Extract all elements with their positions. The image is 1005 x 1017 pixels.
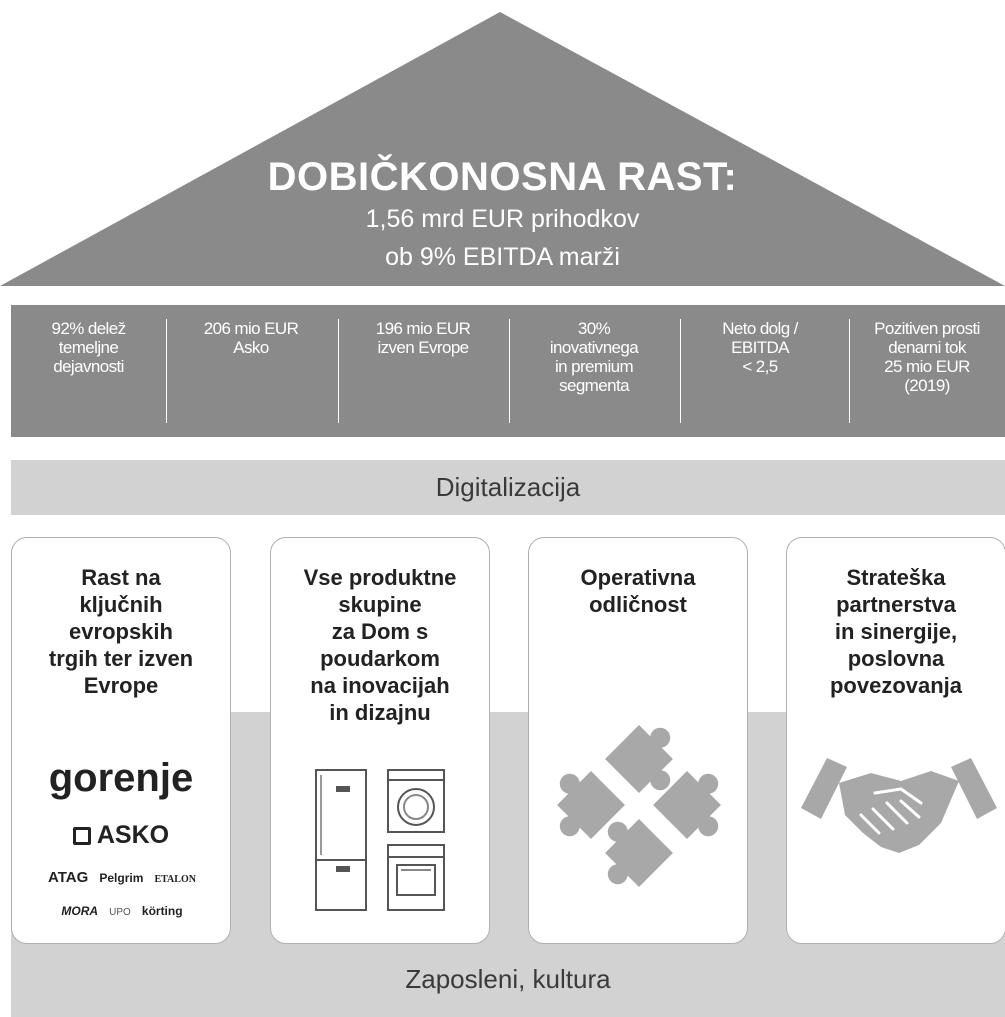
pillar-growth: Rast na ključnih evropskih trgih ter izv… xyxy=(11,537,231,944)
employees-label: Zaposleni, kultura xyxy=(405,964,611,994)
kpi-divider xyxy=(509,319,510,423)
kpi-divider xyxy=(166,319,167,423)
kpi-outside-europe: 196 mio EUR izven Evrope xyxy=(375,319,471,357)
kpi-divider xyxy=(680,319,681,423)
pelgrim-logo: Pelgrim xyxy=(99,871,144,885)
kpi-band: 92% delež temeljne dejavnosti 206 mio EU… xyxy=(11,305,1005,437)
kpi-net-debt: Neto dolg / EBITDA < 2,5 xyxy=(722,319,798,376)
kpi-divider xyxy=(849,319,850,423)
upo-logo: UPO xyxy=(109,907,131,918)
kpi-core-business: 92% delež temeljne dejavnosti xyxy=(51,319,127,376)
kpi-asko: 206 mio EUR Asko xyxy=(203,319,299,357)
pillar-products: Vse produktne skupine za Dom s poudarkom… xyxy=(270,537,490,944)
pillar-operational-title: Operativna odličnost xyxy=(580,565,696,617)
kpi-free-cash-flow: Pozitiven prosti denarni tok 25 mio EUR … xyxy=(874,319,980,395)
pillar-growth-title: Rast na ključnih evropskih trgih ter izv… xyxy=(48,565,194,698)
asko-mark-icon xyxy=(72,827,91,845)
pillar-partnerships: Strateška partnerstva in sinergije, posl… xyxy=(786,537,1005,944)
handshake-icon xyxy=(801,758,997,853)
roof-revenue-line: 1,56 mrd EUR prihodkov xyxy=(365,205,640,233)
appliances-icon xyxy=(315,769,445,911)
roof-title: DOBIČKONOSNA RAST: xyxy=(267,155,738,199)
brand-row-2: MORA UPO körting xyxy=(20,904,224,918)
mora-logo: MORA xyxy=(61,904,99,918)
roof-ebitda-line: ob 9% EBITDA marži xyxy=(385,243,620,271)
pillar-products-title: Vse produktne skupine za Dom s poudarkom… xyxy=(303,565,457,725)
gorenje-logo: gorenje xyxy=(48,756,194,800)
pillar-partnerships-title: Strateška partnerstva in sinergije, posl… xyxy=(829,565,963,698)
atag-logo: ATAG xyxy=(48,869,89,886)
asko-logo: ASKO xyxy=(12,821,230,850)
pillar-operational: Operativna odličnost xyxy=(528,537,748,944)
roof-triangle xyxy=(0,12,1005,286)
kpi-innovative-premium: 30% inovativnega in premium segmenta xyxy=(549,319,639,395)
etalon-logo: ETALON xyxy=(154,874,196,885)
kpi-divider xyxy=(338,319,339,423)
digitalization-band: Digitalizacija xyxy=(11,460,1005,515)
puzzle-icon xyxy=(557,725,721,887)
korting-logo: körting xyxy=(141,904,183,918)
brand-row-1: ATAG Pelgrim ETALON xyxy=(20,869,224,886)
